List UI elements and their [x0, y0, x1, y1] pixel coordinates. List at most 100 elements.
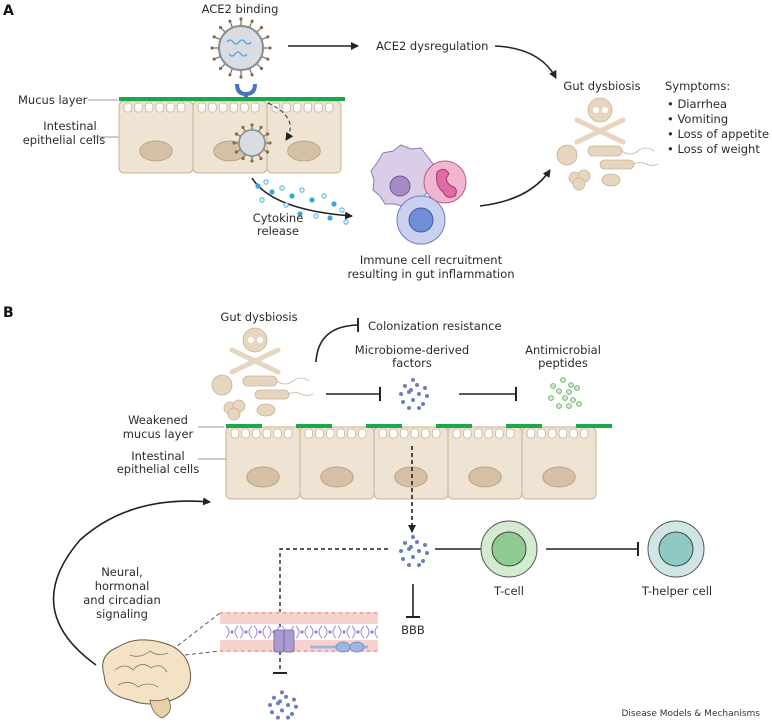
microvillus [197, 102, 207, 113]
epithelial-label-line2: epithelial cells [23, 133, 106, 147]
microvillus [558, 428, 568, 439]
microvillus [273, 428, 282, 439]
astrocyte-body [342, 630, 346, 634]
nucleus [468, 466, 502, 488]
bacillus [599, 159, 635, 170]
skull [242, 327, 268, 353]
cytokine-dot [299, 187, 305, 193]
nucleus [246, 466, 280, 488]
spike-tip [250, 19, 254, 23]
nucleus [287, 140, 321, 162]
microvillus [537, 428, 546, 439]
microvillus [229, 102, 239, 113]
weakened-mucus-line1: Weakened [128, 413, 188, 427]
arrow-to-gut-dysbiosis-bottom [479, 169, 551, 207]
flagellum [276, 377, 310, 385]
peptide-dot [566, 389, 572, 395]
intestinal-epithelium-b [225, 426, 597, 500]
microvillus [336, 428, 346, 439]
factor-dot [411, 398, 415, 402]
bacillus [587, 145, 623, 157]
spike-tip [212, 35, 216, 39]
cytokine-dot [343, 219, 349, 225]
cytokine-label-line2: release [257, 224, 299, 238]
microvillus [282, 102, 291, 113]
microvillus [240, 102, 249, 113]
cytokine-dot [321, 193, 327, 199]
factor-dot [270, 710, 274, 715]
microvillus [314, 102, 323, 113]
signaling-line1: Neural, [101, 565, 143, 579]
cytokine-dot [289, 193, 295, 199]
microvillus [399, 428, 409, 439]
microvillus [484, 428, 494, 439]
microvillus [473, 428, 483, 439]
factor-dot [421, 559, 425, 563]
spike-tip [228, 19, 232, 23]
colonization-inhibit-arrow [315, 317, 360, 363]
journal-credit: Disease Models & Mechanisms [621, 709, 760, 719]
microvillus [303, 102, 313, 113]
dysbiosis-microbes-icon [211, 327, 314, 421]
cytokine-dots [255, 179, 349, 225]
factor-dot [399, 549, 403, 553]
mucus-layer-bar [119, 97, 345, 101]
microvillus [431, 428, 441, 439]
gut-dysbiosis-label-b: Gut dysbiosis [220, 310, 297, 324]
factor-dot [286, 715, 290, 720]
nucleus [320, 466, 354, 488]
microvillus [230, 428, 240, 439]
signaling-line4: signaling [96, 607, 148, 621]
spike-tip [212, 57, 216, 61]
spike-tip [232, 141, 236, 145]
factor-dot [425, 394, 429, 398]
t-cell-label: T-cell [493, 584, 524, 598]
microvillus [283, 428, 293, 439]
t-cell-icon [480, 520, 538, 578]
symptoms-title: Symptoms: [665, 79, 730, 93]
factor-dot [286, 703, 290, 707]
cytokine-dot [283, 202, 289, 208]
cytokine-dot [331, 201, 337, 207]
peptide-dot [566, 403, 572, 409]
spike-tip [268, 141, 272, 145]
peptide-dot [576, 401, 582, 407]
microvillus [452, 428, 462, 439]
peptide-dot [574, 385, 580, 391]
epithelial-cell [521, 426, 597, 500]
spike-tip [218, 66, 223, 71]
microvillus [463, 428, 472, 439]
skull-eye [602, 107, 608, 113]
brain-factor-dots [268, 690, 298, 720]
microvillus [251, 428, 261, 439]
nucleus [139, 140, 173, 162]
factor-dot [425, 551, 429, 555]
microvillus [325, 428, 335, 439]
microvillus [176, 102, 186, 113]
antimicrobial-peptide-dots [548, 377, 582, 409]
immune-recruitment-line2: resulting in gut inflammation [347, 267, 514, 281]
factor-dot [403, 384, 407, 388]
microbiome-label-line1: Microbiome-derived [355, 343, 469, 357]
spike-tip [241, 156, 245, 161]
epithelial-b-line2: epithelial cells [117, 462, 200, 476]
microvillus [505, 428, 515, 439]
brain-gut-signaling-arrow [52, 497, 211, 666]
bacillus [242, 375, 278, 387]
ciliated-bacterium [256, 403, 276, 417]
spike-tip [239, 17, 243, 21]
nucleus [542, 466, 576, 488]
spike-tip [228, 73, 232, 77]
factor-dot [417, 392, 421, 396]
skull-eye [248, 337, 254, 343]
astrocyte-endfoot [323, 625, 337, 639]
virus-icon [210, 17, 272, 79]
transporter-icon [273, 629, 285, 653]
cytokine-dot [339, 207, 345, 213]
astrocyte-body [244, 630, 248, 634]
circulating-factor-dots [399, 535, 429, 567]
bacillus [254, 389, 290, 400]
astrocyte-body [314, 630, 318, 634]
antimicrobial-label-line1: Antimicrobial [525, 343, 601, 357]
astrocyte-body [230, 630, 234, 634]
